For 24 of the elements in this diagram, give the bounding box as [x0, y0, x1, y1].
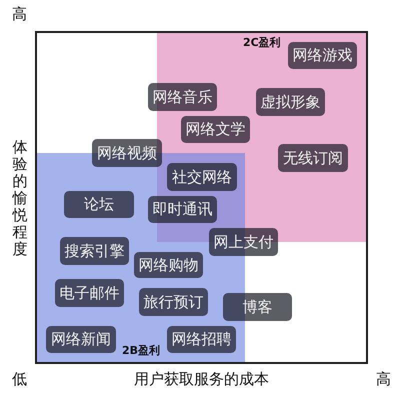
tag-box: 搜索引擎	[60, 237, 129, 265]
tag-box: 无线订阅	[278, 144, 348, 172]
tag-box: 论坛	[64, 191, 134, 218]
tag-box: 旅行预订	[139, 288, 208, 316]
tag-box: 网络招聘	[167, 326, 236, 353]
tag-box: 即时通讯	[148, 196, 217, 223]
tag-box: 网络购物	[134, 252, 203, 278]
tag-box: 网络视频	[92, 139, 162, 167]
axis-title: 体验的愉悦程度	[12, 139, 28, 258]
tag-box: 社交网络	[167, 163, 237, 191]
region-label: 2B盈利	[122, 345, 160, 356]
axis-end-label: 低	[12, 372, 27, 387]
tag-box: 网络新闻	[46, 326, 116, 353]
tag-box: 网上支付	[209, 228, 278, 256]
axis-end-label: 高	[12, 7, 27, 22]
axis-title: 用户获取服务的成本	[134, 372, 269, 387]
region-label: 2C盈利	[243, 37, 281, 48]
axis-end-label: 高	[376, 372, 391, 387]
tag-box: 博客	[223, 293, 292, 321]
tag-box: 电子邮件	[55, 279, 124, 307]
tag-box: 网络音乐	[148, 83, 217, 111]
tag-box: 网络文学	[181, 116, 250, 143]
tag-box: 虚拟形象	[256, 88, 325, 116]
tag-box: 网络游戏	[288, 42, 357, 69]
